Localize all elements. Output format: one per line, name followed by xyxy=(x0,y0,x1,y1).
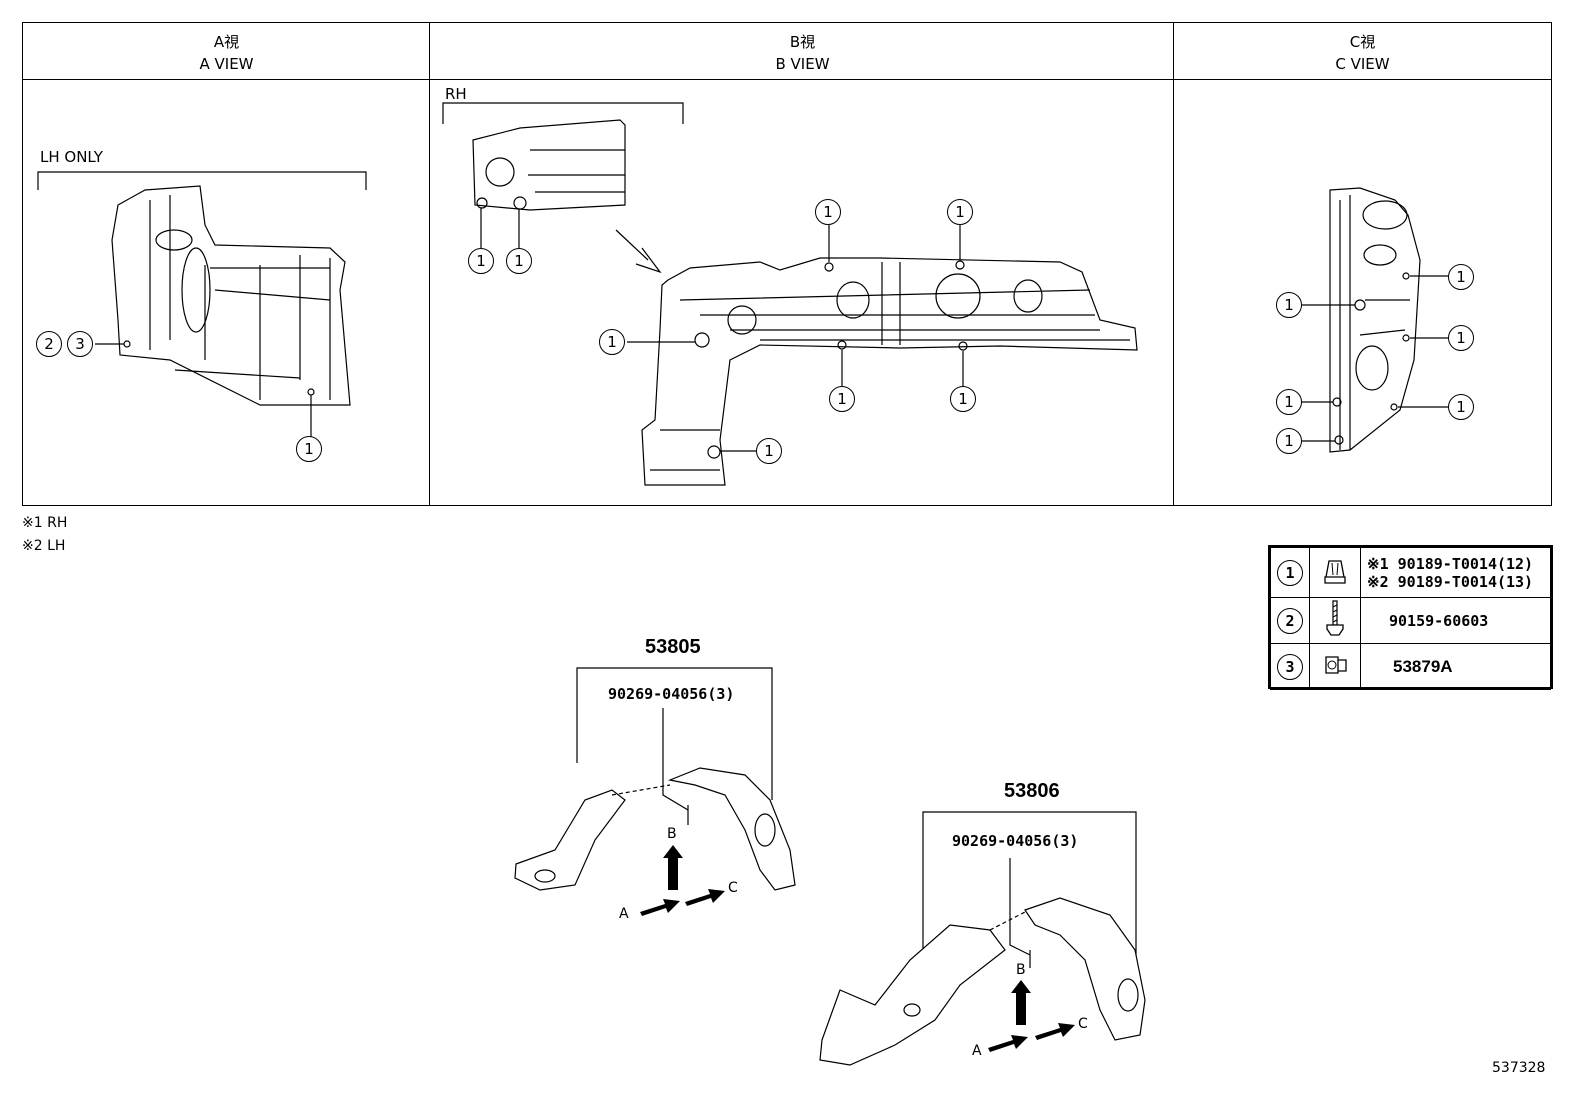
liner-53805-rear xyxy=(667,767,796,891)
liner-53805-front xyxy=(514,789,626,891)
a-view-panel xyxy=(111,185,351,406)
lh-only-label: LH ONLY xyxy=(40,148,103,166)
callout-3: 3 xyxy=(67,331,93,357)
arrow-label-c: C xyxy=(1078,1016,1088,1032)
part-number-53805: 53805 xyxy=(645,636,701,658)
footnote-lh: ※2 LH xyxy=(22,538,66,554)
c-view-header: C視 C VIEW xyxy=(1174,23,1551,80)
a-view-title-en: A VIEW xyxy=(199,55,254,73)
c-view-panel xyxy=(1329,187,1421,453)
callout-1: 1 xyxy=(815,199,841,225)
footnote-rh: ※1 RH xyxy=(22,515,68,531)
c-view-title-en: C VIEW xyxy=(1335,55,1390,73)
fastener-part-number: 90269-04056(3) xyxy=(952,832,1079,850)
part-number-53806: 53806 xyxy=(1004,780,1060,802)
arrow-label-b: B xyxy=(1016,962,1026,978)
a-view-header: A視 A VIEW xyxy=(23,23,430,80)
nut-icon xyxy=(1309,643,1361,690)
clip-icon xyxy=(1309,547,1361,598)
callout-1: 1 xyxy=(950,386,976,412)
callout-1: 1 xyxy=(1448,325,1474,351)
callout-1: 1 xyxy=(829,386,855,412)
rh-label: RH xyxy=(445,85,467,103)
fastener-part-number: 90269-04056(3) xyxy=(608,685,735,703)
b-view-title-jp: B視 xyxy=(789,33,816,51)
legend-num: 2 xyxy=(1277,607,1303,634)
legend-num: 3 xyxy=(1277,653,1303,680)
c-view-title-jp: C視 xyxy=(1349,33,1376,51)
arrow-label-a: A xyxy=(972,1043,982,1059)
fastener-legend: 1 ※1 90189-T0014(12) ※2 90189-T0014(13) … xyxy=(1268,545,1553,690)
callout-1: 1 xyxy=(1448,264,1474,290)
rh-bracket xyxy=(442,102,684,124)
callout-1: 1 xyxy=(1276,389,1302,415)
b-view-header: B視 B VIEW xyxy=(430,23,1175,80)
arrow-label-c: C xyxy=(728,880,738,896)
callout-1: 1 xyxy=(468,248,494,274)
divider xyxy=(429,23,430,505)
legend-part-number: 53879A xyxy=(1360,643,1551,690)
callout-1: 1 xyxy=(1276,428,1302,454)
callout-1: 1 xyxy=(506,248,532,274)
legend-part-number: 90159-60603 xyxy=(1360,597,1551,644)
b-view-title-en: B VIEW xyxy=(775,55,830,73)
callout-1: 1 xyxy=(296,436,322,462)
legend-part-number: ※1 90189-T0014(12) xyxy=(1367,554,1534,573)
divider xyxy=(1173,23,1174,505)
legend-part-number: ※2 90189-T0014(13) xyxy=(1367,572,1534,591)
direction-arrows xyxy=(640,845,1075,1052)
b-view-panel xyxy=(641,257,1138,486)
bracket-53805 xyxy=(576,667,773,800)
screw-icon xyxy=(1309,597,1361,644)
legend-num: 1 xyxy=(1277,559,1303,586)
arrow-label-b: B xyxy=(667,826,677,842)
lh-only-bracket xyxy=(37,171,367,190)
callout-1: 1 xyxy=(947,199,973,225)
view-table: A視 A VIEW B視 B VIEW C視 C VIEW xyxy=(22,22,1552,506)
liner-53806-rear xyxy=(1024,897,1146,1041)
a-view-title-jp: A視 xyxy=(213,33,240,51)
callout-2: 2 xyxy=(36,331,62,357)
callout-1: 1 xyxy=(599,329,625,355)
bracket-53806 xyxy=(922,811,1137,960)
callout-1: 1 xyxy=(1448,394,1474,420)
liner-53806-front xyxy=(819,924,1006,1066)
legend-row: 3 53879A xyxy=(1270,643,1551,690)
callout-1: 1 xyxy=(756,438,782,464)
arrow-label-a: A xyxy=(619,906,629,922)
diagram-id: 537328 xyxy=(1492,1060,1546,1076)
legend-row: 1 ※1 90189-T0014(12) ※2 90189-T0014(13) xyxy=(1270,547,1551,598)
legend-row: 2 90159-60603 xyxy=(1270,597,1551,644)
callout-1: 1 xyxy=(1276,292,1302,318)
